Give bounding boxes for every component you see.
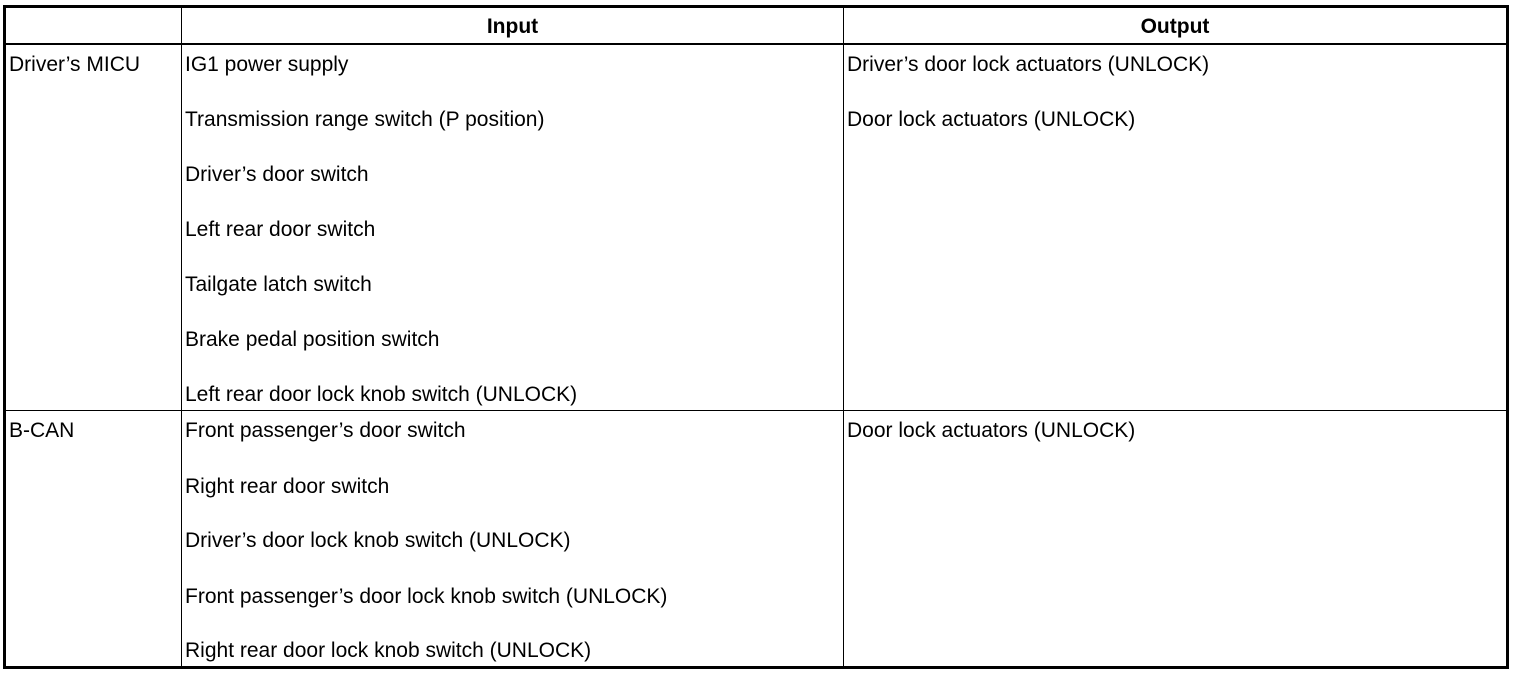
input-item: Left rear door lock knob switch (UNLOCK) <box>185 383 578 406</box>
header-blank <box>6 8 181 44</box>
row-divider <box>6 410 1506 411</box>
row-source-label: Driver’s MICU <box>9 53 141 76</box>
input-item: Right rear door lock knob switch (UNLOCK… <box>185 639 592 662</box>
input-item: Tailgate latch switch <box>185 273 372 296</box>
input-item: Front passenger’s door switch <box>185 419 466 442</box>
column-divider-1 <box>181 8 182 666</box>
header-divider <box>6 43 1506 45</box>
io-table: Input Output Driver’s MICU IG1 power sup… <box>3 5 1509 669</box>
output-item: Door lock actuators (UNLOCK) <box>847 419 1136 442</box>
header-input: Input <box>486 15 539 38</box>
input-item: IG1 power supply <box>185 53 349 76</box>
input-item: Right rear door switch <box>185 475 390 498</box>
input-item: Front passenger’s door lock knob switch … <box>185 585 668 608</box>
row-source-label: B-CAN <box>9 419 75 442</box>
column-divider-2 <box>843 8 844 666</box>
input-item: Transmission range switch (P position) <box>185 108 545 131</box>
table-grid: Input Output Driver’s MICU IG1 power sup… <box>6 8 1506 666</box>
input-item: Driver’s door lock knob switch (UNLOCK) <box>185 529 571 552</box>
input-item: Driver’s door switch <box>185 163 369 186</box>
output-item: Door lock actuators (UNLOCK) <box>847 108 1136 131</box>
header-output: Output <box>1140 15 1210 38</box>
input-item: Brake pedal position switch <box>185 328 440 351</box>
output-item: Driver’s door lock actuators (UNLOCK) <box>847 53 1210 76</box>
input-item: Left rear door switch <box>185 218 376 241</box>
